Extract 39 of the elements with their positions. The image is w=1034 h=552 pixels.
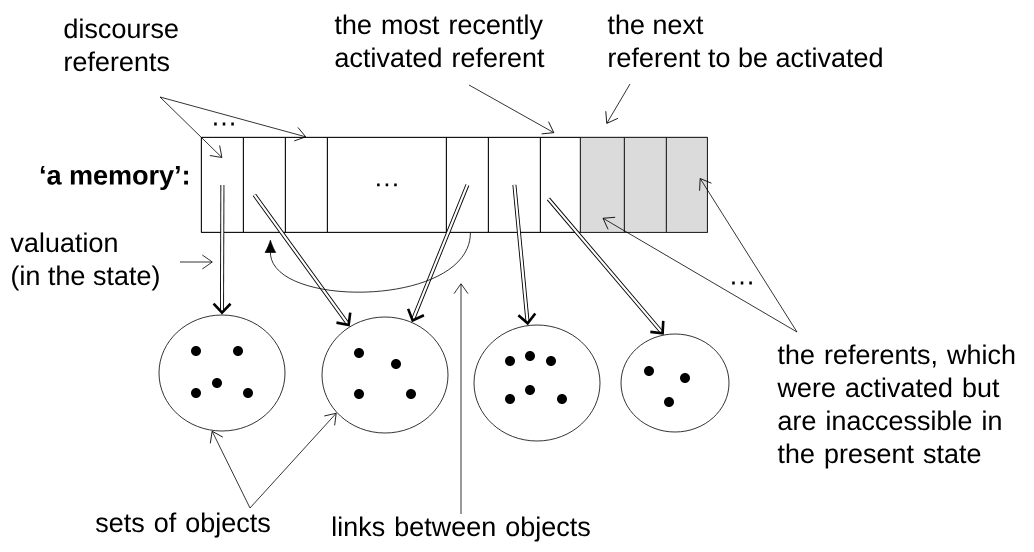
arrow [546,197,665,335]
object-set-ellipse [158,314,286,432]
object-set-ellipse [473,324,601,442]
callout-text: the referents, which were activated but are inaccessible in the present state [777,344,1015,469]
leader-line [605,83,631,124]
leader-line [602,216,798,333]
curved-arrow [264,232,471,293]
arrow [252,193,352,327]
callout-text: discourse referents [64,18,178,72]
memory-cell [446,137,489,233]
arrow [406,184,470,323]
memory-cell [580,137,625,233]
leader-line [699,178,798,333]
memory-cell [666,137,708,233]
leader-line [453,283,469,515]
leader-line [179,254,213,270]
memory-cell [488,137,541,233]
arrow [512,184,537,326]
memory-cell [243,137,286,233]
callout-text: valuation (in the state) [10,232,159,291]
leader-line [209,430,251,509]
arrow [212,184,232,315]
memory-cell [201,137,244,233]
callout-text: the most recently activated referent [334,14,545,68]
callout-text: sets of objects [95,512,270,538]
ellipsis: … [732,281,752,285]
object-set-ellipse [321,316,449,434]
memory-cell [624,137,667,233]
leader-line [159,96,307,142]
leader-line [159,96,223,158]
heading: ‘a memory’: [40,165,188,191]
callout-text: links between objects [333,516,590,542]
leader-line [249,412,337,509]
callout-text: the next referent to be activated [607,14,882,68]
ellipsis: … [214,122,234,126]
memory-cell: … [327,137,447,233]
object-set-ellipse [620,333,730,433]
memory-cell [285,137,328,233]
leader-line [468,84,555,135]
